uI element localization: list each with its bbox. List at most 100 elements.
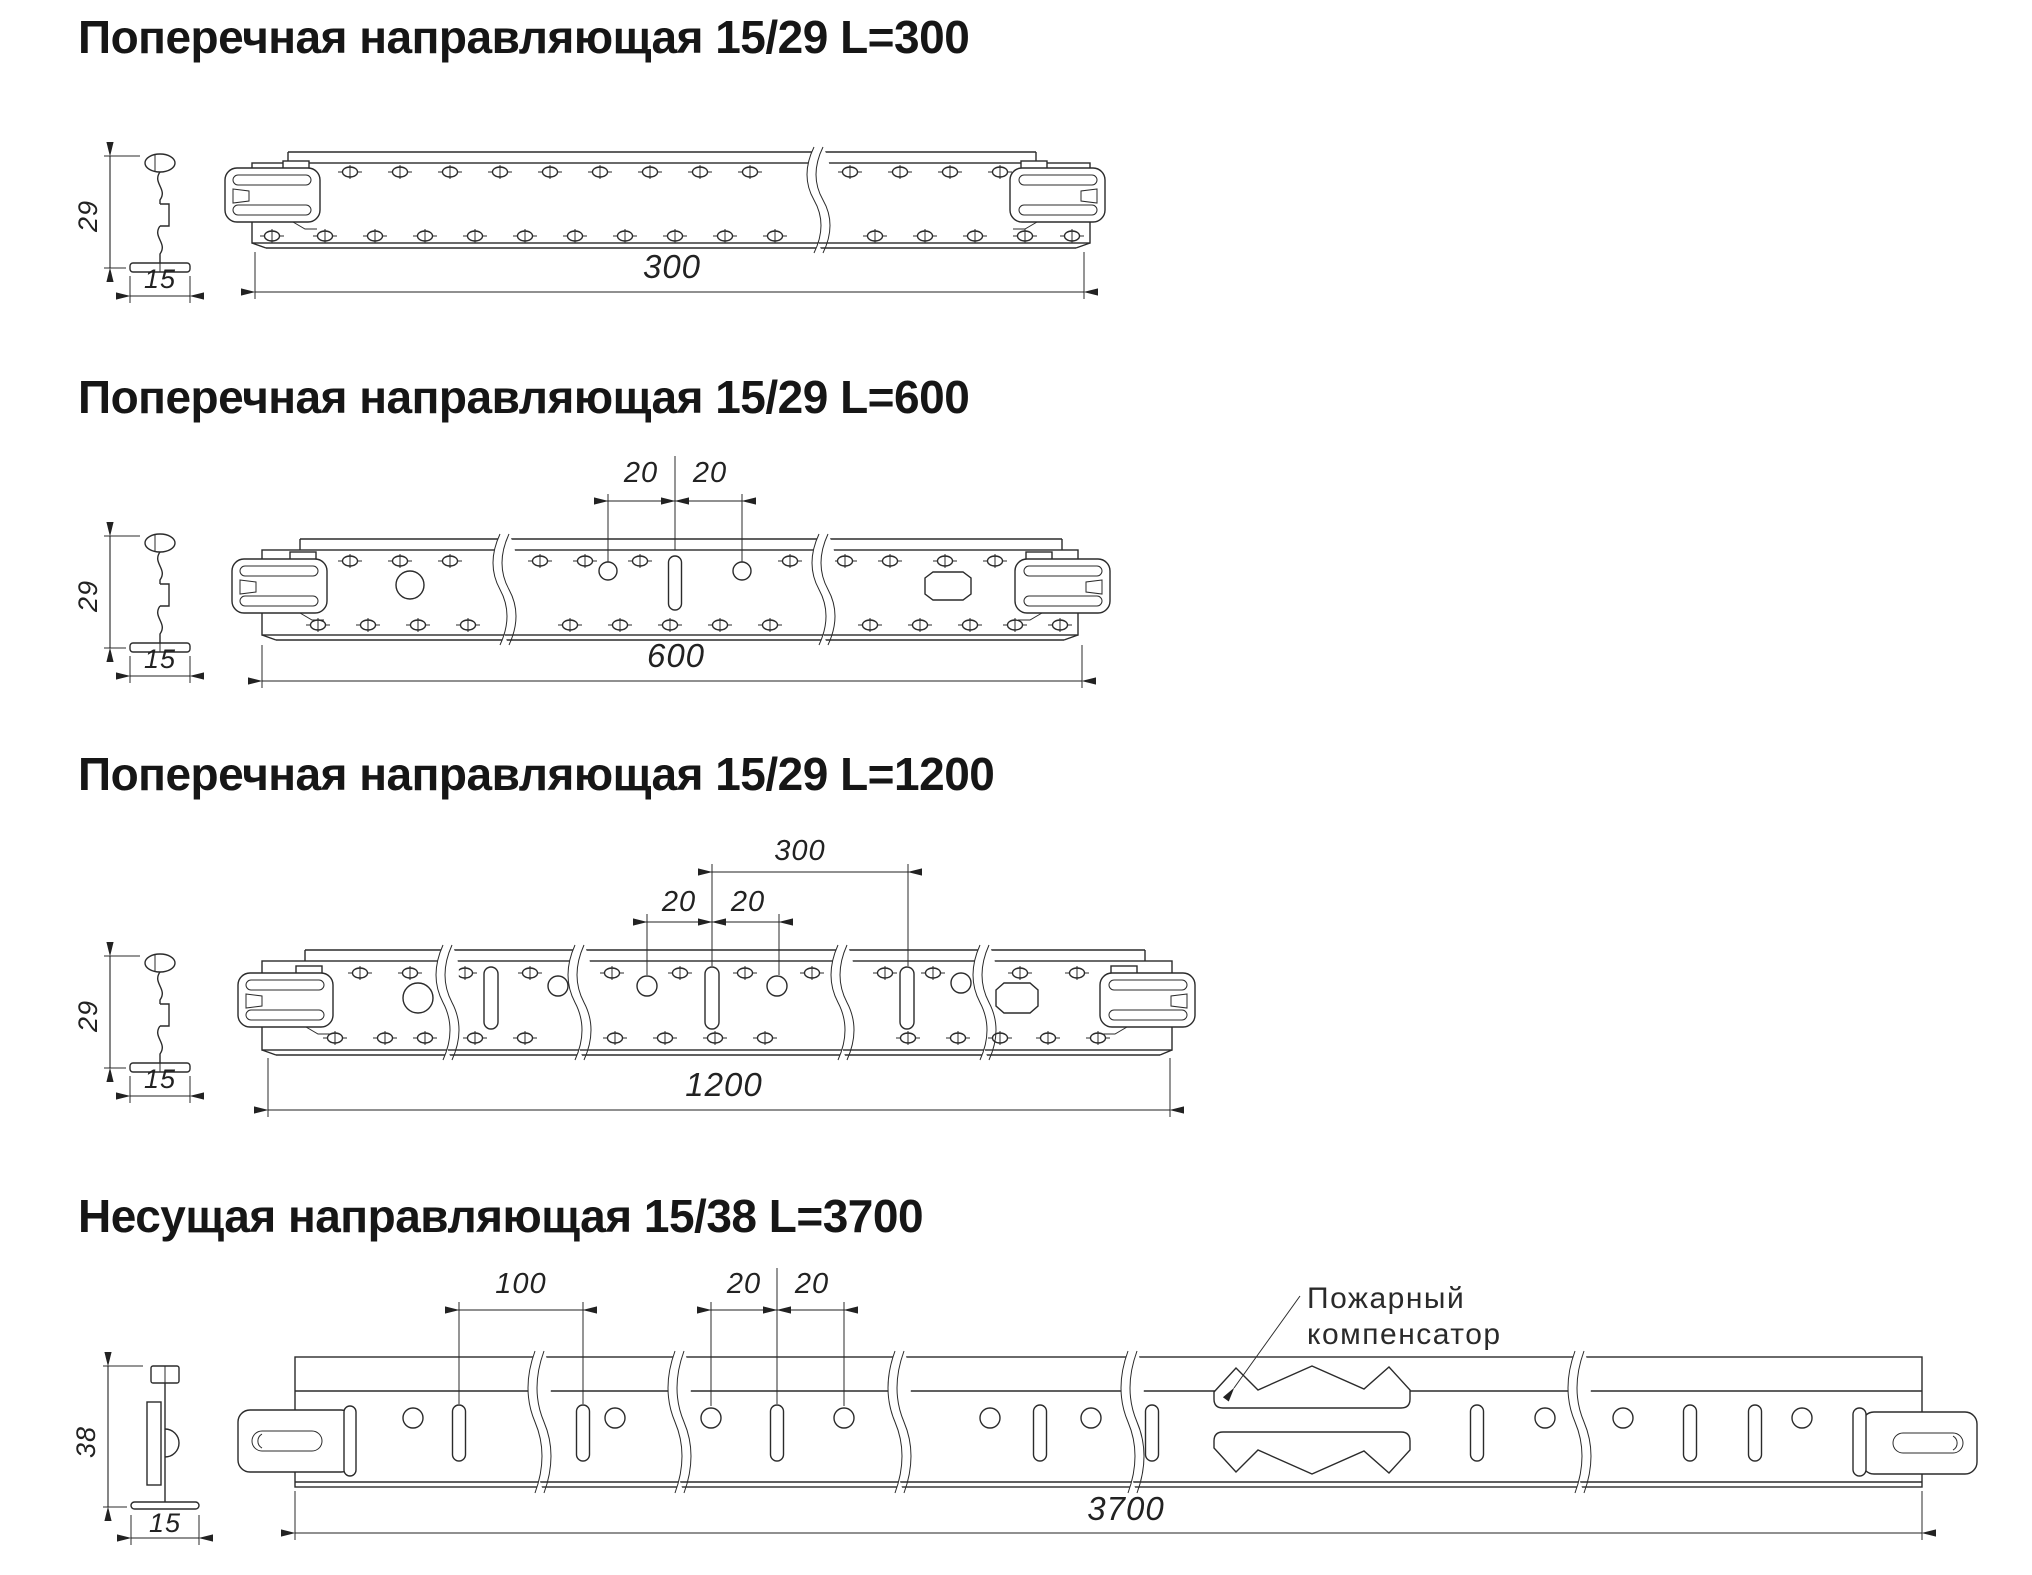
profile-width-dim: 15	[149, 1508, 181, 1538]
fastener-stitch-icon	[412, 228, 438, 244]
fastener-stitch-icon	[1064, 965, 1090, 981]
profile-view: 29 15	[73, 154, 190, 303]
fastener-stitch-icon	[362, 228, 388, 244]
right-end-clip	[1099, 965, 1196, 1035]
length-dim-label: 1200	[685, 1066, 762, 1103]
spacing-dim-label: 20	[726, 1268, 761, 1300]
fastener-stitch-icon	[455, 617, 481, 633]
vertical-slot	[704, 966, 720, 1030]
beam-side-view	[231, 533, 1111, 646]
fastener-stitch-icon	[937, 164, 963, 180]
round-hole	[395, 570, 425, 600]
vertical-slot	[1144, 1404, 1160, 1462]
fastener-stitch-icon	[687, 164, 713, 180]
hole-spacing-dimensions: 300 20 20	[633, 835, 922, 975]
profile-height-dim: 29	[73, 200, 103, 233]
fastener-stitch-icon	[599, 965, 625, 981]
profile-view: 38 15	[71, 1366, 199, 1545]
vertical-slot	[451, 1404, 467, 1462]
annotation-line-1: Пожарный	[1307, 1282, 1465, 1315]
spacing-dim-label: 20	[730, 886, 765, 918]
right-clip-bracket	[1852, 1407, 1867, 1477]
profile-width-dim: 15	[144, 264, 176, 294]
section-title: Несущая направляющая 15/38 L=3700	[78, 1190, 923, 1242]
fastener-stitch-icon	[987, 1030, 1013, 1046]
profile-height-dim: 29	[73, 1000, 103, 1033]
fastener-stitch-icon	[612, 228, 638, 244]
left-clip-bracket	[343, 1405, 357, 1477]
beam-side-view	[237, 1350, 1978, 1494]
fastener-stitch-icon	[732, 965, 758, 981]
profile-width-dim: 15	[144, 644, 176, 674]
beam-side-view	[224, 146, 1106, 254]
fastener-stitch-icon	[702, 1030, 728, 1046]
suspension-hole	[950, 972, 972, 994]
fastener-stitch-icon	[657, 617, 683, 633]
fastener-stitch-icon	[872, 965, 898, 981]
fastener-stitch-icon	[437, 553, 463, 569]
fastener-stitch-icon	[799, 965, 825, 981]
spacing-dim-label: 100	[495, 1268, 546, 1300]
suspension-hole	[547, 975, 569, 997]
section-title: Поперечная направляющая 15/29 L=300	[78, 11, 969, 63]
fastener-stitch-icon	[562, 228, 588, 244]
fastener-stitch-icon	[857, 617, 883, 633]
suspension-hole	[833, 1407, 855, 1429]
fastener-stitch-icon	[1085, 1030, 1111, 1046]
fastener-stitch-icon	[987, 164, 1013, 180]
fastener-stitch-icon	[667, 965, 693, 981]
fastener-stitch-icon	[707, 617, 733, 633]
profile-view: 29 15	[73, 534, 190, 683]
stitch-rows	[259, 164, 1085, 244]
section-cross-tee-1200: Поперечная направляющая 15/29 L=1200 29 …	[73, 748, 1196, 1117]
fastener-stitch-icon	[412, 1030, 438, 1046]
fastener-stitch-icon	[932, 553, 958, 569]
fastener-stitch-icon	[537, 164, 563, 180]
section-title: Поперечная направляющая 15/29 L=1200	[78, 748, 994, 800]
fastener-stitch-icon	[737, 164, 763, 180]
vertical-slot	[1469, 1404, 1485, 1462]
spacing-dim-label: 300	[774, 835, 825, 867]
fastener-stitch-icon	[832, 553, 858, 569]
profile-height-dim: 38	[71, 1426, 101, 1458]
profile-height-dim: 29	[73, 580, 103, 613]
fastener-stitch-icon	[920, 965, 946, 981]
fastener-stitch-icon	[962, 228, 988, 244]
fastener-stitch-icon	[777, 553, 803, 569]
vertical-slot	[575, 1404, 591, 1462]
fastener-stitch-icon	[607, 617, 633, 633]
fastener-stitch-icon	[557, 617, 583, 633]
octagon-hole	[995, 982, 1039, 1014]
fastener-stitch-icon	[862, 228, 888, 244]
fastener-stitch-icon	[945, 1030, 971, 1046]
fastener-stitch-icon	[517, 965, 543, 981]
fastener-stitch-icon	[487, 164, 513, 180]
fastener-stitch-icon	[259, 228, 285, 244]
fastener-stitch-icon	[462, 1030, 488, 1046]
suspension-hole	[604, 1407, 626, 1429]
fastener-stitch-icon	[752, 1030, 778, 1046]
left-end-clip	[237, 1409, 354, 1473]
suspension-hole	[1080, 1407, 1102, 1429]
fastener-stitch-icon	[337, 164, 363, 180]
section-cross-tee-600: Поперечная направляющая 15/29 L=600 29 1…	[73, 371, 1111, 688]
vertical-slot	[1682, 1404, 1698, 1462]
fastener-stitch-icon	[712, 228, 738, 244]
fastener-stitch-icon	[397, 965, 423, 981]
fastener-stitch-icon	[462, 228, 488, 244]
fastener-stitch-icon	[527, 553, 553, 569]
hole-spacing-dimensions: 100 20 20	[445, 1268, 858, 1406]
stitch-rows	[287, 553, 1073, 633]
hole-spacing-dimensions: 20 20	[594, 456, 756, 562]
beam-side-view	[237, 944, 1196, 1061]
length-dimension: 1200	[254, 1058, 1184, 1117]
round-hole	[402, 982, 434, 1014]
fastener-stitch-icon	[762, 228, 788, 244]
fastener-stitch-icon	[662, 228, 688, 244]
suspension-hole	[1791, 1407, 1813, 1429]
suspension-hole	[1612, 1407, 1634, 1429]
length-dimension: 600	[248, 637, 1096, 688]
fastener-stitch-icon	[957, 617, 983, 633]
vertical-slot	[483, 966, 499, 1030]
